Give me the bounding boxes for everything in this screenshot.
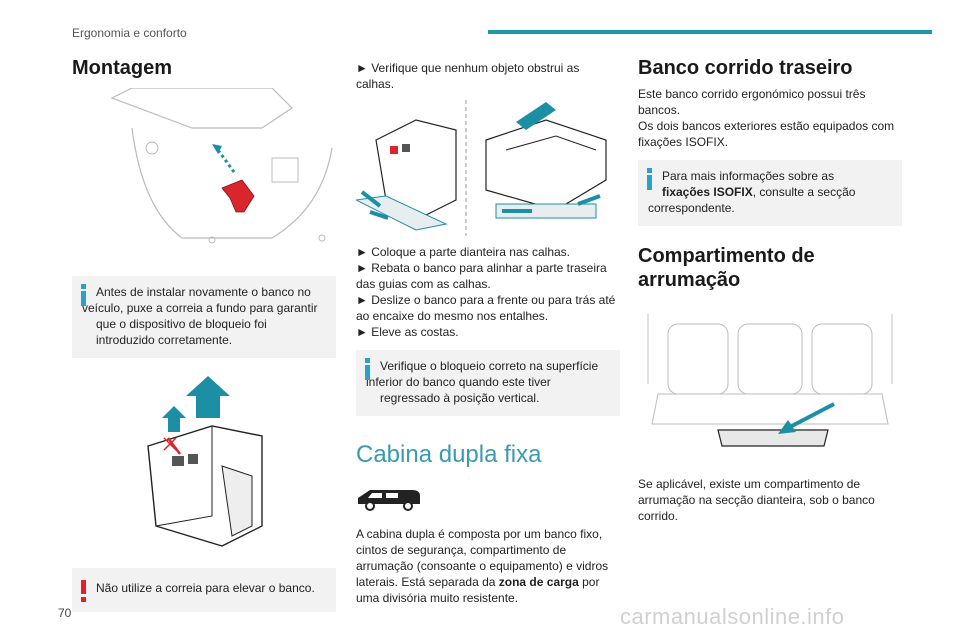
warning-note-text: Não utilize a correia para elevar o banc… — [96, 581, 315, 595]
page-number: 70 — [58, 606, 72, 620]
warning-icon — [81, 580, 86, 602]
info-icon — [647, 168, 652, 190]
step-item: ► Deslize o banco para a frente ou para … — [356, 293, 616, 323]
info-icon — [81, 284, 86, 306]
heading-montagem: Montagem — [72, 57, 172, 79]
info-note-reinstall: Antes de instalar novamente o banco no v… — [72, 276, 336, 358]
info-note-lock: Verifique o bloqueio correto na superfíc… — [356, 350, 620, 416]
step-check-rails: ► Verifique que nenhum objeto obstrui as… — [356, 61, 580, 91]
info-note-line1: Verifique o bloqueio correto na superfíc… — [380, 359, 599, 373]
figure-seat-lift — [72, 376, 336, 556]
info-note-line1: Antes de instalar novamente o banco no — [96, 285, 311, 299]
paragraph-storage: Se aplicável, existe um compartimento de… — [638, 477, 875, 523]
paragraph-cabina-part2: por uma divisória muito resistente. — [356, 575, 600, 605]
paragraph-cabina-bold: zona de carga — [498, 575, 579, 589]
running-header: Ergonomia e conforto — [72, 26, 187, 40]
paragraph-banco-2: Os dois bancos exteriores estão equipado… — [638, 119, 895, 149]
paragraph-cabina: A cabina dupla é composta por um banco f… — [356, 526, 620, 606]
info-note-line1: Para mais informações sobre as — [662, 169, 835, 183]
figure-storage-bench — [638, 304, 902, 464]
figure-seat-strap — [72, 88, 336, 248]
heading-cabina-dupla: Cabina dupla fixa — [356, 441, 542, 468]
van-icon — [356, 486, 620, 512]
heading-banco-corrido: Banco corrido traseiro — [638, 57, 853, 79]
column-2: ► Verifique que nenhum objeto obstrui as… — [356, 60, 620, 606]
info-note-rest: fixações ISOFIX, consulte a secção corre… — [648, 184, 892, 216]
step-item: ► Coloque a parte dianteira nas calhas. — [356, 245, 571, 259]
column-1: Montagem Antes de instalar novamente o b… — [72, 56, 336, 612]
watermark: carmanualsonline.info — [620, 604, 845, 629]
info-note-end: , consulte a secção correspondente. — [648, 185, 856, 215]
info-note-rest: inferior do banco quando este tiver regr… — [366, 375, 551, 405]
heading-compartimento: Compartimento de arrumação — [638, 245, 815, 291]
step-item: ► Eleve as costas. — [356, 325, 459, 339]
paragraph-cabina-part1: A cabina dupla é composta por um banco f… — [356, 527, 609, 589]
info-note-bold: fixações ISOFIX — [662, 185, 753, 199]
step-list: ► Coloque a parte dianteira nas calhas. … — [356, 244, 620, 340]
info-icon — [365, 358, 370, 380]
paragraph-banco-1: Este banco corrido ergonómico possui trê… — [638, 87, 866, 117]
step-item: ► Rebata o banco para alinhar a parte tr… — [356, 261, 607, 291]
column-3: Banco corrido traseiro Este banco corrid… — [638, 56, 902, 524]
info-note-isofix: Para mais informações sobre as fixações … — [638, 160, 902, 226]
info-note-rest: veículo, puxe a correia a fundo para gar… — [82, 301, 318, 347]
figure-seat-rails — [356, 100, 620, 236]
warning-note-strap: Não utilize a correia para elevar o banc… — [72, 568, 336, 612]
header-accent-bar — [488, 30, 932, 34]
